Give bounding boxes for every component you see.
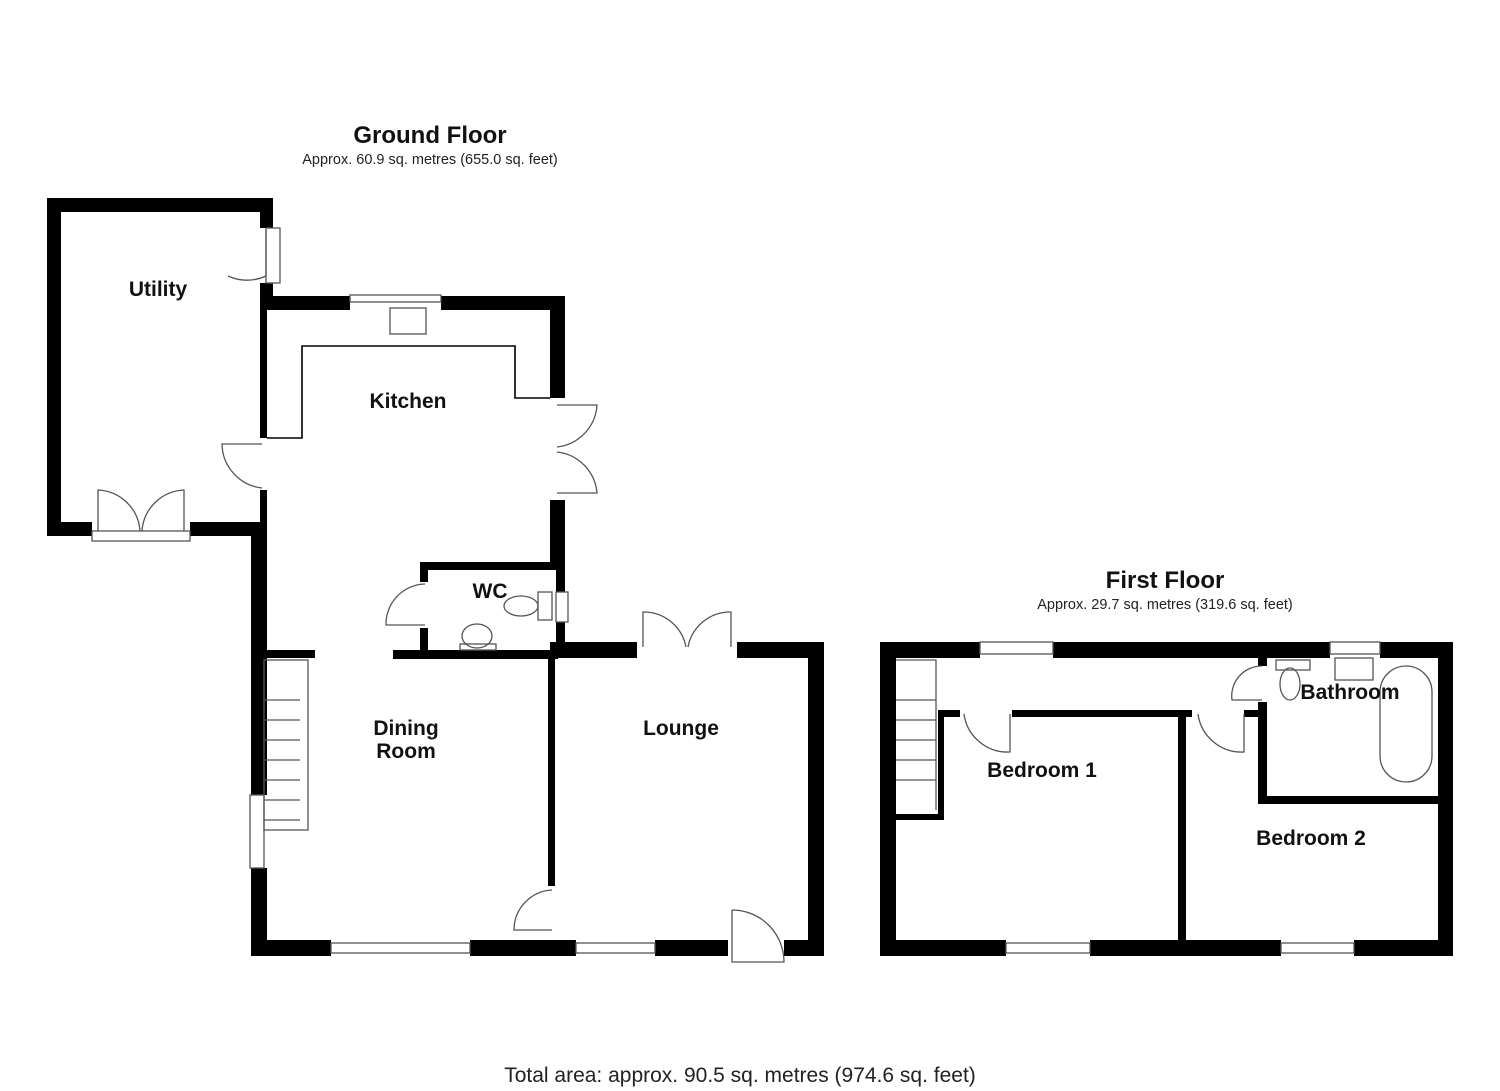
first-floor-walls	[880, 642, 1453, 956]
room-label-kitchen: Kitchen	[369, 390, 447, 413]
ground-floor-walls	[47, 198, 824, 956]
room-label-dining-line2: Room	[376, 740, 436, 763]
room-label-bedroom2: Bedroom 2	[1256, 827, 1366, 850]
total-area: Total area: approx. 90.5 sq. metres (974…	[504, 1064, 976, 1087]
room-label-utility: Utility	[128, 278, 188, 301]
room-label-bathroom: Bathroom	[1300, 681, 1400, 704]
room-label-dining-line1: Dining	[373, 717, 439, 740]
first-floor-title: First Floor	[1105, 567, 1225, 594]
worktop-outline	[267, 345, 550, 439]
room-label-lounge: Lounge	[643, 717, 719, 740]
fixtures	[91, 227, 1433, 963]
ground-floor-area: Approx. 60.9 sq. metres (655.0 sq. feet)	[302, 152, 558, 168]
room-label-bedroom1: Bedroom 1	[987, 759, 1097, 782]
ground-floor-title: Ground Floor	[353, 122, 507, 149]
room-label-wc: WC	[472, 580, 508, 603]
room-label-dining: Dining Room	[346, 717, 466, 763]
first-floor-area: Approx. 29.7 sq. metres (319.6 sq. feet)	[1037, 597, 1293, 613]
